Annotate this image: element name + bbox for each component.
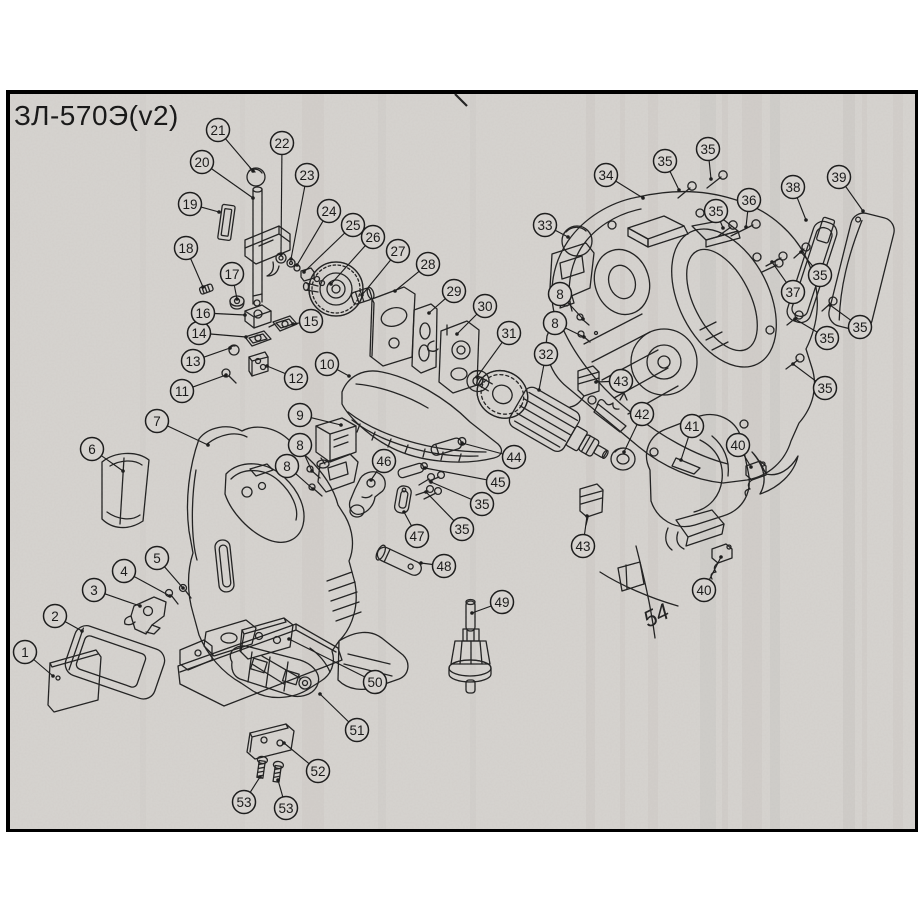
scan-page: ЗЛ-570Э(v2): [6, 90, 918, 832]
paper-grain-overlay: [10, 94, 915, 829]
